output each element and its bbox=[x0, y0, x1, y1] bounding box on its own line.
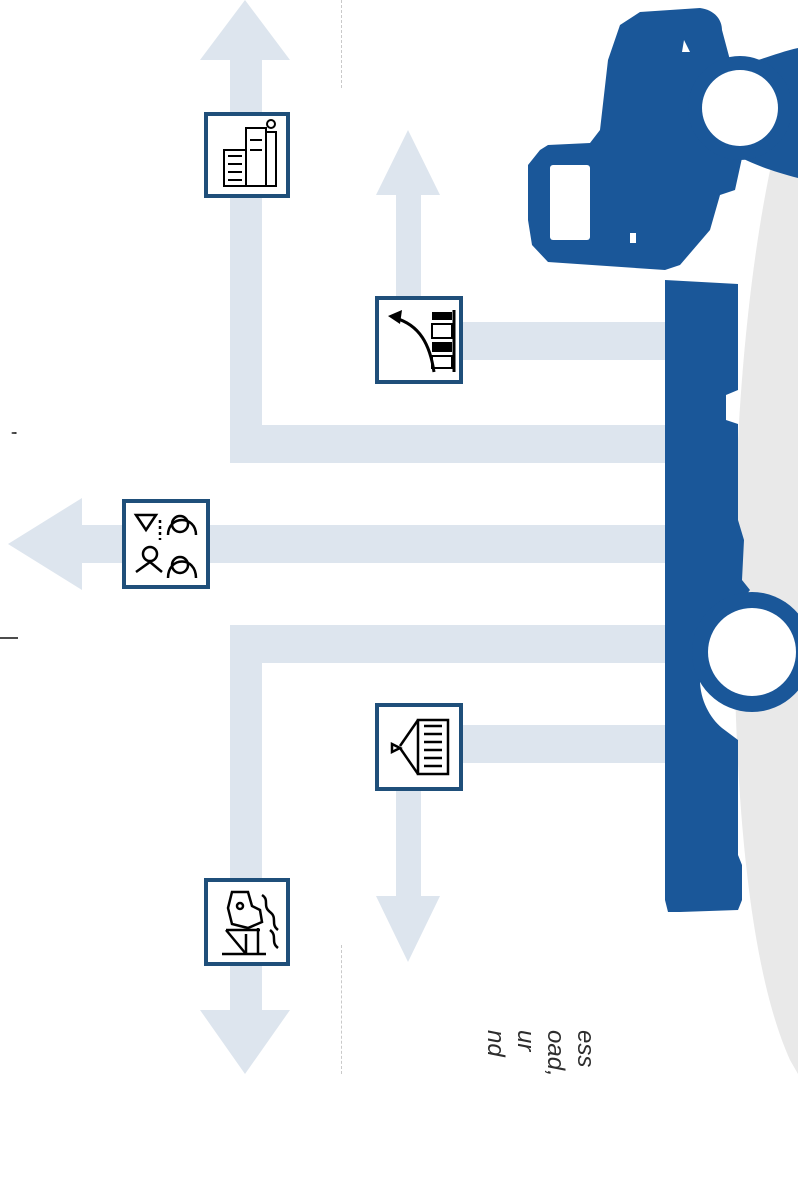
container-crane-icon bbox=[375, 703, 463, 791]
truck-body bbox=[528, 8, 798, 912]
arrow-left bbox=[8, 498, 680, 590]
truck-window-front bbox=[682, 40, 690, 52]
front-wheel bbox=[688, 56, 792, 160]
caption-line: ur bbox=[512, 1030, 539, 1052]
meeting-people-icon bbox=[122, 499, 210, 589]
arrow-down-left bbox=[200, 625, 680, 1074]
truck-window-side bbox=[550, 165, 590, 240]
dashed-divider-top bbox=[341, 0, 342, 88]
caption-line: nd bbox=[482, 1030, 509, 1057]
dashed-divider-bottom bbox=[341, 945, 342, 1074]
caption-line: oad, bbox=[542, 1030, 569, 1077]
shadow-shape bbox=[734, 70, 798, 1074]
growth-chart-icon bbox=[375, 296, 463, 384]
rear-wheel bbox=[692, 592, 798, 712]
factory-icon bbox=[204, 112, 290, 198]
caption-line: ess bbox=[572, 1030, 599, 1068]
rotated-caption: ess oad, ur nd bbox=[480, 1030, 600, 1190]
logistics-diagram bbox=[8, 0, 798, 1074]
edge-glyph-bottom: | bbox=[0, 635, 22, 641]
truck-mirror bbox=[630, 233, 636, 243]
arrow-up-left bbox=[200, 0, 680, 463]
port-ship-icon bbox=[204, 878, 290, 966]
edge-glyph-top: ' bbox=[0, 431, 21, 435]
